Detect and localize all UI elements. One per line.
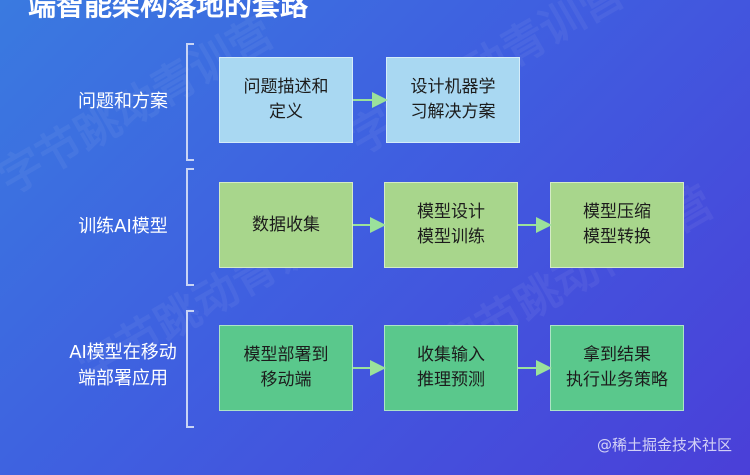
box-problem-definition: 问题描述和 定义 — [219, 57, 353, 143]
box-ml-solution: 设计机器学 习解决方案 — [386, 57, 520, 143]
box-model-design-train: 模型设计 模型训练 — [384, 182, 518, 268]
box-collect-infer: 收集输入 推理预测 — [384, 325, 518, 411]
box-model-compress-convert: 模型压缩 模型转换 — [550, 182, 684, 268]
row-label-deploy: AI模型在移动 端部署应用 — [69, 342, 177, 389]
box-data-collection: 数据收集 — [219, 182, 353, 268]
row-bracket — [186, 168, 194, 286]
row-label-problem: 问题和方案 — [78, 91, 168, 112]
credit-watermark: @稀土掘金技术社区 — [596, 436, 732, 454]
row-bracket — [186, 310, 194, 428]
page-title: 端智能架构落地的套路 — [28, 0, 309, 22]
row-label-train: 训练AI模型 — [78, 216, 168, 237]
box-result-strategy: 拿到结果 执行业务策略 — [550, 325, 684, 411]
box-deploy-mobile: 模型部署到 移动端 — [219, 325, 353, 411]
row-bracket — [186, 43, 194, 161]
